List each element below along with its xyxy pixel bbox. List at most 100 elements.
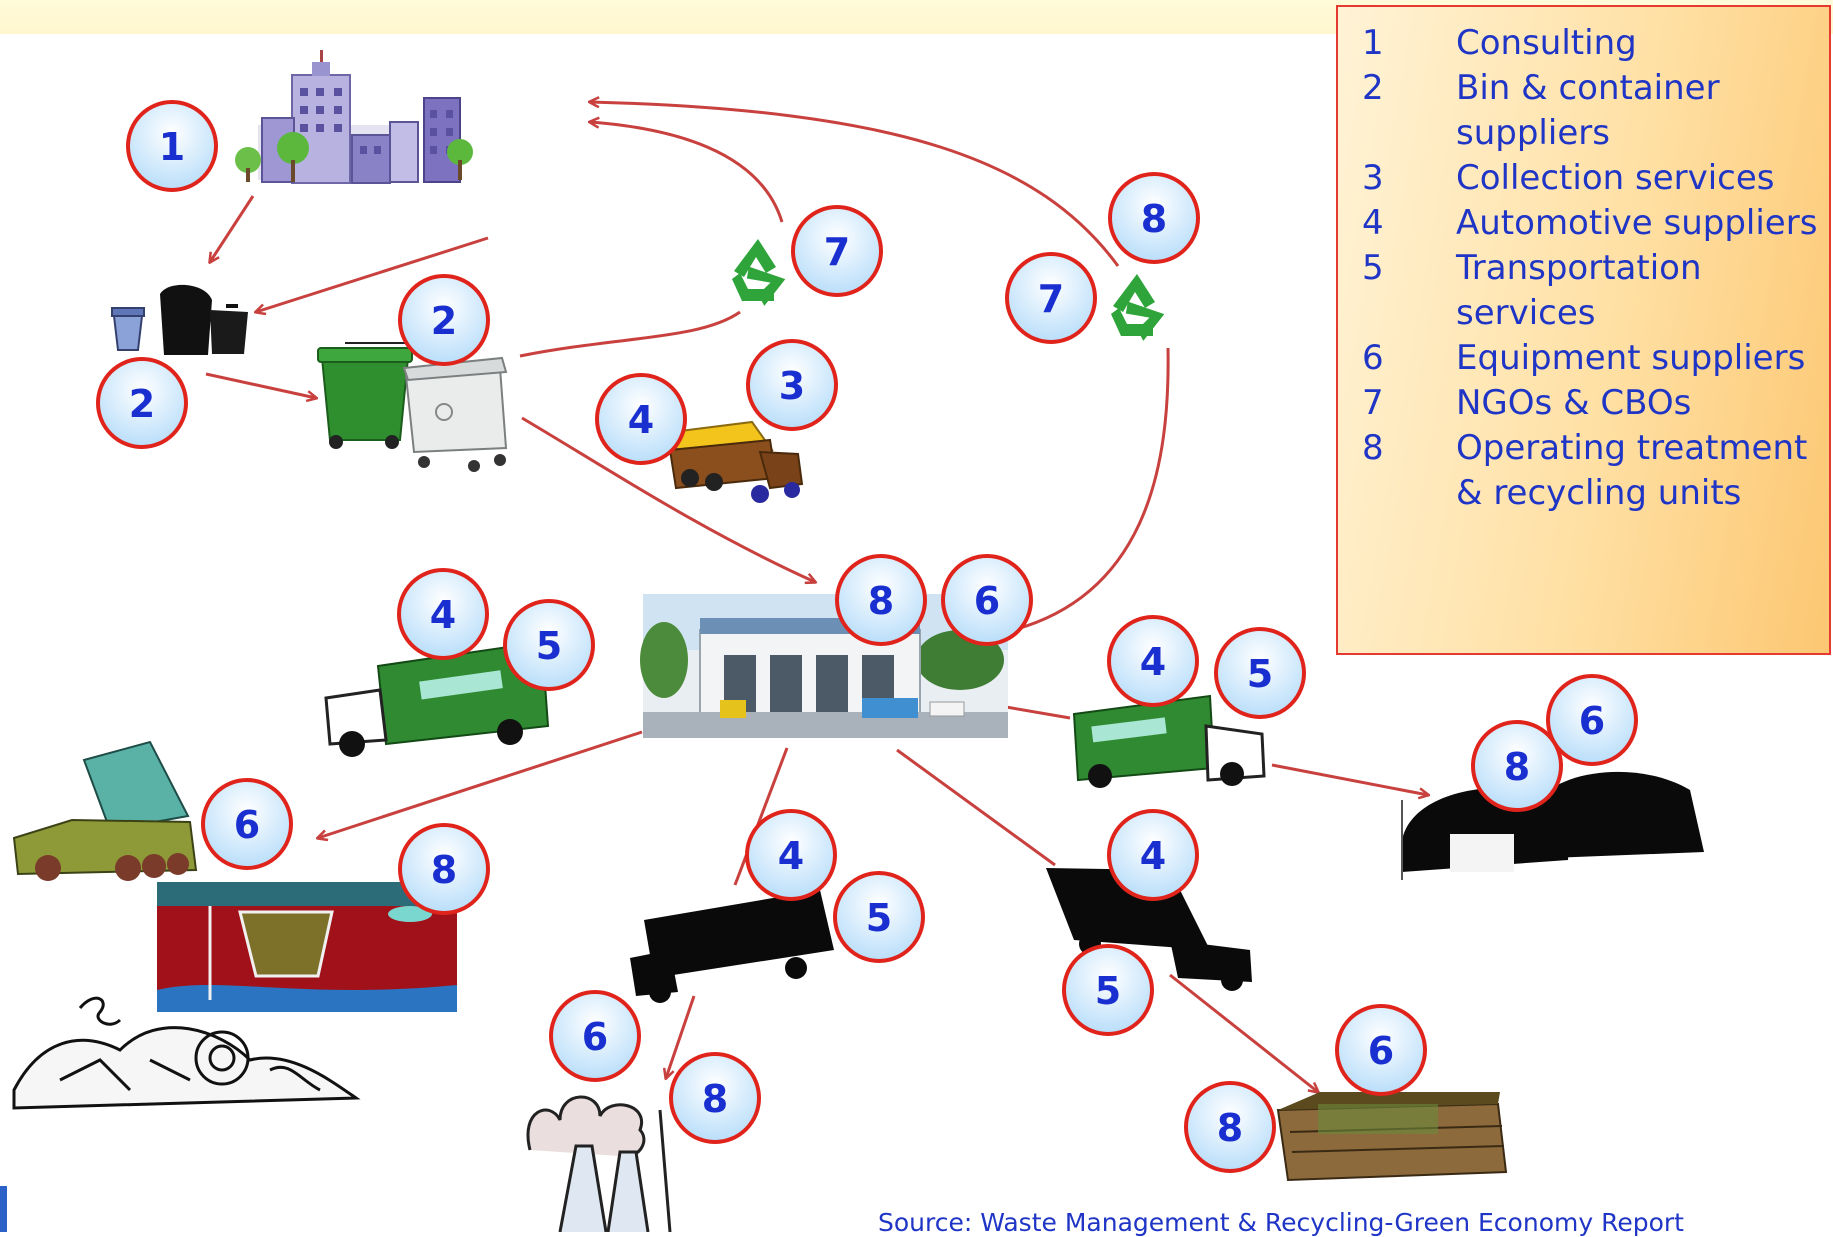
- arrow-recycle-to-city: [590, 122, 784, 223]
- compost-box-icon: [1276, 1092, 1508, 1182]
- legend-label: Operating treatment & recycling units: [1456, 428, 1808, 513]
- badge-label: 4: [628, 398, 654, 442]
- badge-label: 2: [129, 382, 155, 426]
- badge-bin-suppliers-lower: 2: [96, 357, 188, 449]
- badge-automotive-center-truck: 4: [745, 809, 837, 901]
- legend-item-consulting: 1 Consulting: [1362, 21, 1829, 66]
- arrow-recycle2-to-city: [590, 102, 1120, 267]
- legend-item-operating-units: 8 Operating treatment & recycling units: [1362, 426, 1829, 516]
- badge-label: 6: [582, 1015, 608, 1059]
- legend-item-transportation-services: 5 Transportation services: [1362, 246, 1829, 336]
- badge-label: 8: [1217, 1106, 1243, 1150]
- legend-item-ngos-cbos: 7 NGOs & CBOs: [1362, 381, 1829, 426]
- badge-label: 8: [702, 1077, 728, 1121]
- badge-label: 8: [431, 848, 457, 892]
- badge-transport-center-truck: 5: [833, 871, 925, 963]
- badge-label: 5: [536, 624, 562, 668]
- arrow-facility-to-incinerator-top: [733, 747, 789, 886]
- badge-label: 2: [431, 299, 457, 343]
- badge-label: 4: [778, 834, 804, 878]
- legend-item-equipment-suppliers: 6 Equipment suppliers: [1362, 336, 1829, 381]
- trash-bins-icon: [111, 284, 248, 355]
- badge-equipment-compost: 6: [1335, 1004, 1427, 1096]
- dump-truck-icon: [12, 740, 198, 881]
- badge-collection-services: 3: [746, 339, 838, 431]
- arrow-greentruck-to-biogas: [1271, 763, 1428, 795]
- badge-transport-black-truck: 5: [1062, 944, 1154, 1036]
- badge-label: 1: [159, 125, 185, 169]
- black-truck-icon: [630, 890, 834, 1003]
- legend-label: Consulting: [1456, 23, 1637, 63]
- badge-transport-right-truck: 5: [1214, 627, 1306, 719]
- legend-number: 3: [1362, 158, 1384, 198]
- badge-label: 6: [234, 803, 260, 847]
- source-caption: Source: Waste Management & Recycling-Gre…: [878, 1208, 1684, 1237]
- badge-operating-recycle: 8: [1108, 172, 1200, 264]
- badge-ngos-recycle: 7: [791, 205, 883, 297]
- badge-ngos-recycle-2: 7: [1005, 252, 1097, 344]
- badge-operating-biogas: 8: [1471, 720, 1563, 812]
- badge-label: 4: [430, 593, 456, 637]
- badge-label: 4: [1140, 834, 1166, 878]
- recycle-icon: [732, 239, 786, 306]
- badge-label: 8: [868, 579, 894, 623]
- badge-label: 5: [1247, 652, 1273, 696]
- flow-arrows: [205, 102, 1428, 1092]
- legend-label: Bin & container suppliers: [1456, 68, 1720, 153]
- green-truck-icon: [324, 640, 550, 757]
- arrow-facility-to-recycle2: [984, 347, 1170, 638]
- arrow-facility-to-landfill: [318, 730, 643, 838]
- legend-label: Transportation services: [1456, 248, 1702, 333]
- legend-label: Automotive suppliers: [1456, 203, 1818, 243]
- badge-equipment-biogas: 6: [1546, 674, 1638, 766]
- badge-label: 5: [866, 896, 892, 940]
- badge-label: 8: [1141, 197, 1167, 241]
- city-buildings-icon: [235, 50, 473, 184]
- arrow-truck-to-incinerator: [666, 995, 696, 1078]
- badge-equipment-landfill: 6: [201, 778, 293, 870]
- corner-logo-fragment: [0, 1186, 7, 1232]
- badge-automotive-black-truck: 4: [1107, 809, 1199, 901]
- badge-label: 3: [779, 364, 805, 408]
- badge-equipment-facility: 6: [941, 554, 1033, 646]
- badge-label: 4: [1140, 640, 1166, 684]
- legend-label: Collection services: [1456, 158, 1775, 198]
- legend-box: 1 Consulting 2 Bin & container suppliers…: [1336, 5, 1831, 655]
- legend-number: 1: [1362, 23, 1384, 63]
- badge-label: 7: [824, 230, 850, 274]
- badge-label: 6: [1579, 699, 1605, 743]
- badge-label: 6: [1368, 1029, 1394, 1073]
- incinerator-smokestack-icon: [526, 1095, 672, 1232]
- arrow-city-to-bins-2: [256, 236, 489, 312]
- treatment-facility-icon: [640, 594, 1008, 738]
- badge-automotive-collection: 4: [595, 373, 687, 465]
- legend-number: 8: [1362, 428, 1384, 468]
- legend-item-collection-services: 3 Collection services: [1362, 156, 1829, 201]
- legend-number: 7: [1362, 383, 1384, 423]
- legend-item-automotive-suppliers: 4 Automotive suppliers: [1362, 201, 1829, 246]
- wheelie-bins-icon: [317, 342, 508, 472]
- arrow-city-to-bins: [210, 195, 255, 262]
- recycle-icon-2: [1111, 274, 1165, 341]
- badge-label: 7: [1038, 277, 1064, 321]
- badge-automotive-right-truck: 4: [1107, 615, 1199, 707]
- arrow-household-to-wheelie: [205, 372, 316, 398]
- arrow-wheelie-to-facility: [521, 416, 815, 582]
- arrow-wheelie-to-recycle: [519, 310, 741, 358]
- badge-transport-left-truck: 5: [503, 599, 595, 691]
- legend-number: 5: [1362, 248, 1384, 288]
- badge-operating-compost: 8: [1184, 1081, 1276, 1173]
- badge-label: 8: [1504, 745, 1530, 789]
- badge-label: 6: [974, 579, 1000, 623]
- badge-operating-landfill: 8: [398, 823, 490, 915]
- badge-operating-facility: 8: [835, 554, 927, 646]
- badge-equipment-incinerator: 6: [549, 990, 641, 1082]
- legend-number: 2: [1362, 68, 1384, 108]
- green-truck-icon-2: [1072, 694, 1266, 788]
- legend-number: 6: [1362, 338, 1384, 378]
- legend-label: Equipment suppliers: [1456, 338, 1806, 378]
- badge-operating-incinerator: 8: [669, 1052, 761, 1144]
- badge-automotive-left-truck: 4: [397, 568, 489, 660]
- collection-truck-icon: [668, 420, 804, 503]
